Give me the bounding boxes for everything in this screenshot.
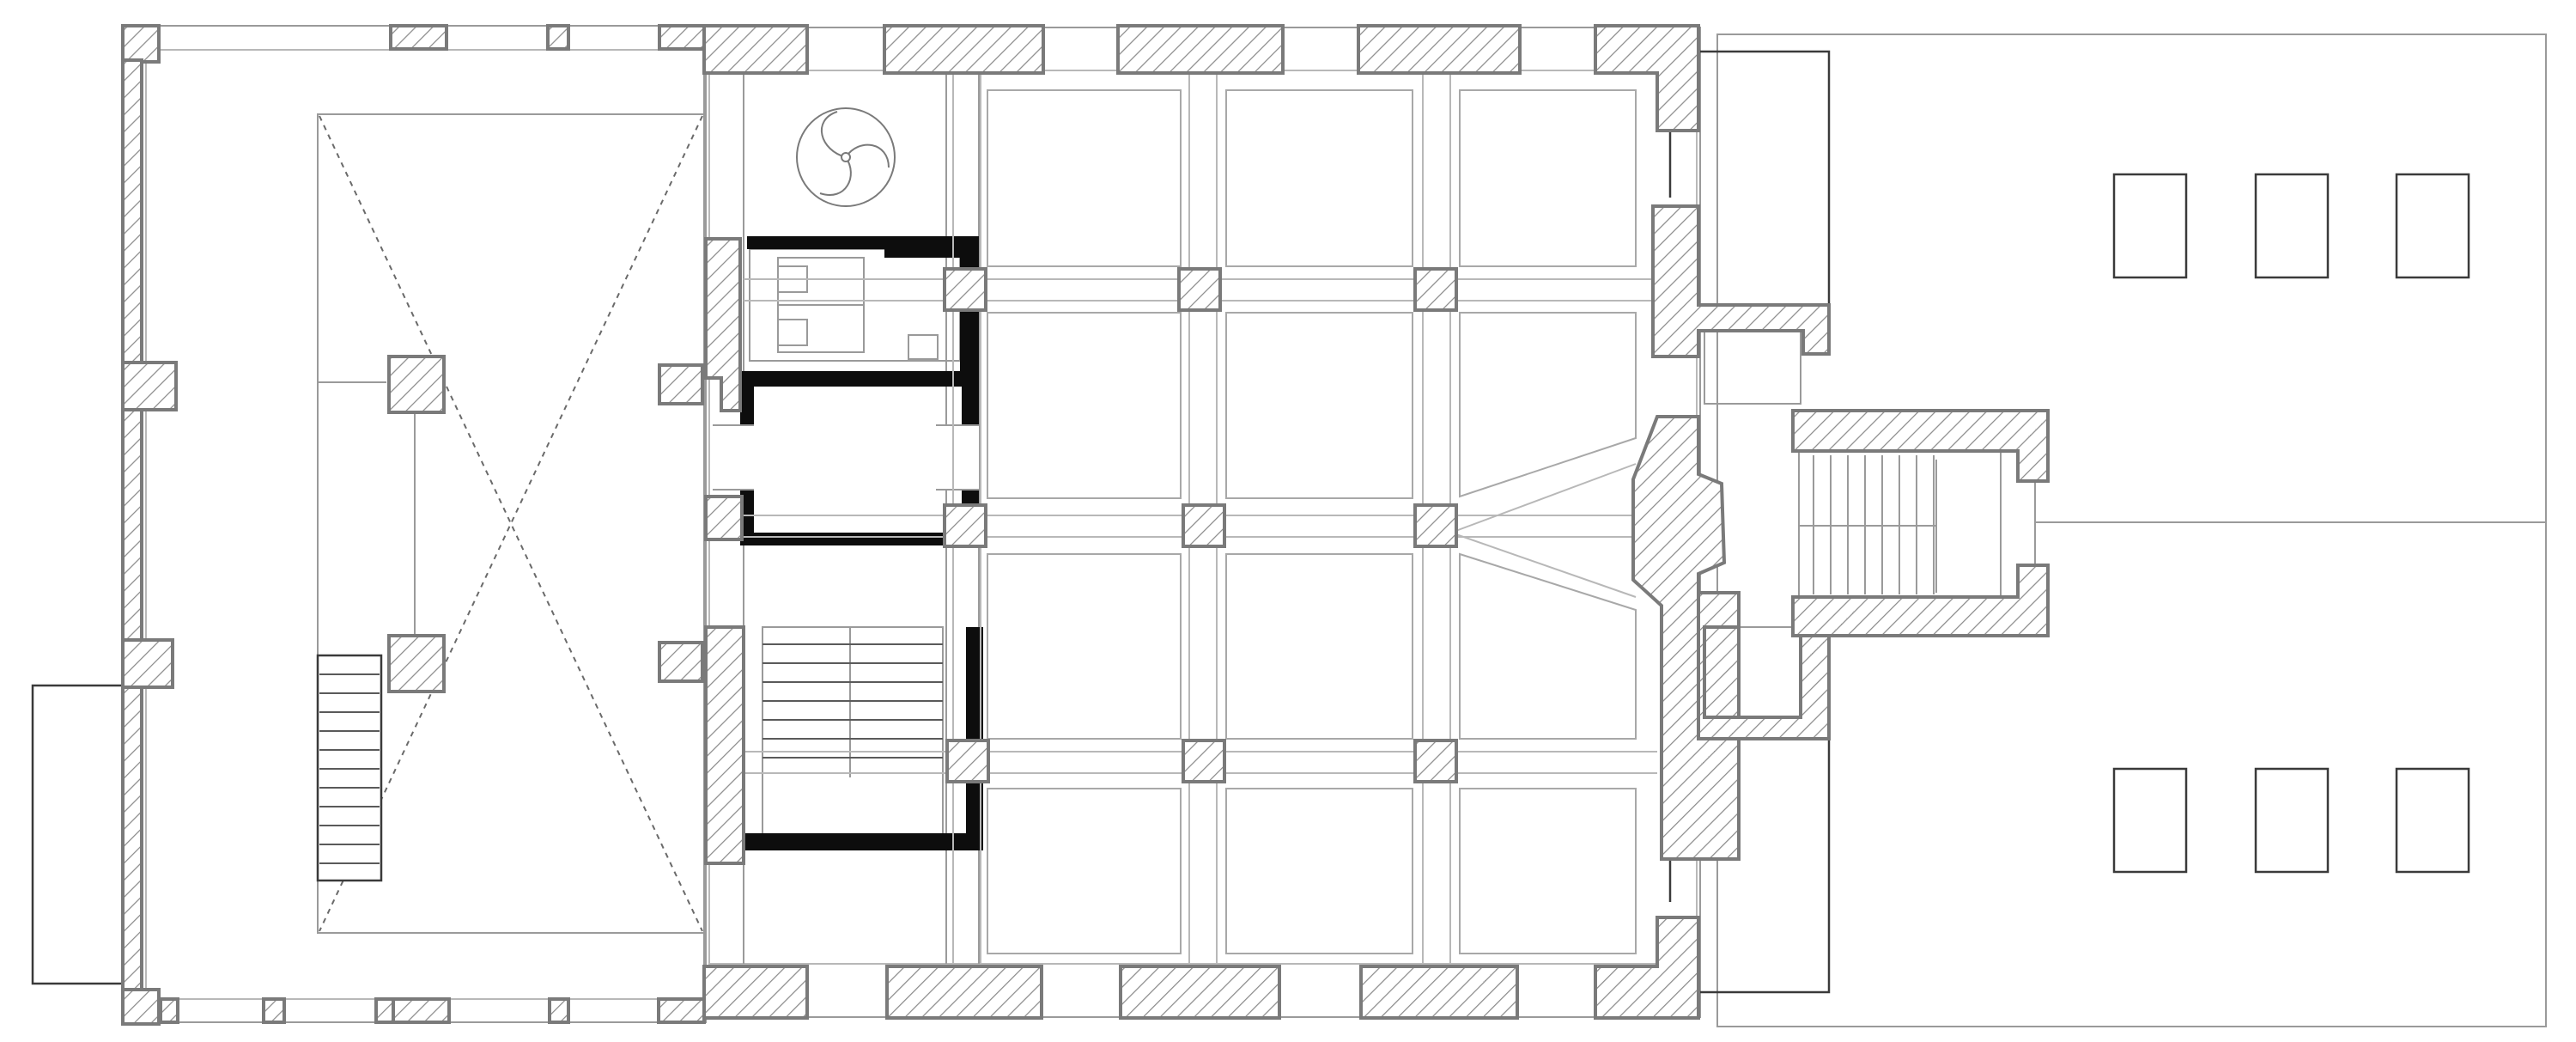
west-stair <box>316 654 383 882</box>
structural-walls <box>121 24 2050 1026</box>
central-core <box>713 70 983 964</box>
elevator-shaft <box>713 371 979 545</box>
west-hall <box>316 113 705 934</box>
ventilation-fan-icon <box>796 107 896 207</box>
coffered-hall <box>744 74 1657 964</box>
ceiling-coffer <box>987 89 1182 267</box>
yard-planter-row-south <box>2112 767 2470 874</box>
east-stair-annex <box>1704 330 2036 718</box>
ceiling-coffer <box>1225 788 1413 954</box>
ceiling-coffer <box>987 553 1182 740</box>
ceiling-coffer <box>1459 89 1637 267</box>
ceiling-coffer <box>1225 89 1413 267</box>
main-stair <box>745 626 983 850</box>
east-yard <box>1716 34 2547 1027</box>
ceiling-coffer <box>1225 553 1413 740</box>
ceiling-coffer <box>1459 788 1637 954</box>
ceiling-coffer <box>1225 312 1413 499</box>
ceiling-coffer <box>987 788 1182 954</box>
ceiling-coffer <box>987 312 1182 499</box>
yard-planter-row-north <box>2112 173 2470 279</box>
